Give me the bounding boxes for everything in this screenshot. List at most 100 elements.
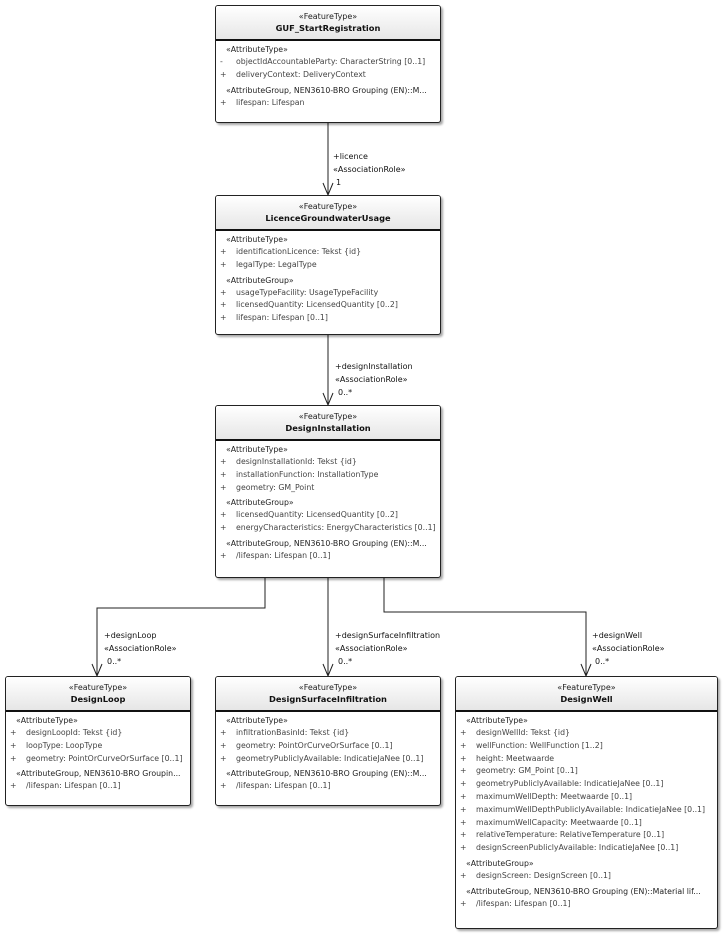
attribute-row: + licensedQuantity: LicensedQuantity [0..… bbox=[216, 299, 440, 312]
association-role: +designSurfaceInfiltration bbox=[335, 631, 441, 640]
attribute-visibility: + bbox=[220, 740, 227, 750]
attribute-visibility: + bbox=[220, 482, 227, 492]
association-stereotype: «AssociationRole» bbox=[104, 643, 177, 653]
attribute-text: designScreenPubliclyAvailable: Indicatie… bbox=[476, 843, 679, 853]
class-box-designsurfaceinfiltration[interactable]: «FeatureType»DesignSurfaceInfiltration «A… bbox=[215, 676, 441, 806]
attribute-visibility: + bbox=[220, 753, 227, 763]
attribute-row: +geometry: PointOrCurveOrSurface [0..1] bbox=[6, 753, 190, 766]
attribute-row: +height: Meetwaarde bbox=[456, 753, 717, 766]
class-header: «FeatureType»GUF_StartRegistration bbox=[216, 6, 440, 41]
class-box-licencegroundwaterusage[interactable]: «FeatureType»LicenceGroundwaterUsage«Att… bbox=[215, 195, 441, 335]
association-multiplicity: 1 bbox=[336, 177, 342, 187]
attribute-text: geometry: GM_Point [0..1] bbox=[476, 766, 578, 776]
association-stereotype: «AssociationRole» bbox=[592, 643, 665, 653]
attribute-section: «AttributeGroup» + licensedQuantity: Licen… bbox=[216, 495, 440, 536]
class-name: GUF_StartRegistration bbox=[275, 23, 381, 33]
class-header: «FeatureType»DesignSurfaceInfiltration bbox=[216, 677, 440, 712]
attribute-visibility: + bbox=[220, 510, 227, 520]
association-role: +designInstallation bbox=[335, 362, 413, 371]
association-multiplicity: 0..* bbox=[338, 656, 353, 666]
attribute-text: maximumWellDepthPubliclyAvailable: Indic… bbox=[476, 804, 706, 814]
section-stereotype: «AttributeGroup, NEN3610-BRO Groupin... bbox=[16, 769, 181, 779]
association-multiplicity: 0..* bbox=[595, 656, 610, 666]
attribute-row: - objectIdAccountableParty: CharacterStri… bbox=[216, 56, 440, 69]
class-box-designwell[interactable]: «FeatureType»DesignWell«AttributeType»+d… bbox=[455, 676, 718, 929]
section-stereotype: «AttributeGroup» bbox=[226, 275, 294, 285]
attribute-text: geometry: GM_Point bbox=[236, 482, 315, 492]
attribute-text: usageTypeFacility: UsageTypeFacility bbox=[236, 287, 379, 297]
attribute-text: infiltrationBasinId: Tekst {id} bbox=[236, 728, 350, 737]
attribute-section: «AttributeGroup»+usageTypeFacility: Usag… bbox=[216, 273, 440, 326]
attribute-text: relativeTemperature: RelativeTemperature… bbox=[476, 830, 665, 840]
attribute-visibility: + bbox=[460, 830, 467, 840]
class-stereotype: «FeatureType» bbox=[68, 683, 128, 692]
association-label: +designSurfaceInfiltration«AssociationRo… bbox=[335, 630, 440, 668]
attribute-text: designInstallationId: Tekst {id} bbox=[236, 457, 357, 466]
attribute-text: maximumWellDepth: Meetwaarde [0..1] bbox=[476, 791, 633, 801]
attribute-row: +designScreenPubliclyAvailable: Indicati… bbox=[456, 842, 717, 855]
association-label: +designWell«AssociationRole»0..* bbox=[592, 630, 665, 668]
attribute-section: «AttributeType»- objectIdAccountableParty… bbox=[216, 41, 440, 83]
attribute-row: + loopType: LoopType bbox=[6, 740, 190, 753]
section-stereotype: «AttributeType» bbox=[226, 45, 288, 54]
attribute-text: identificationLicence: Tekst {id} bbox=[236, 247, 362, 256]
attribute-text: licensedQuantity: LicensedQuantity [0..2… bbox=[236, 510, 398, 520]
section-stereotype: «AttributeType» bbox=[466, 716, 528, 725]
attribute-text: /lifespan: Lifespan [0..1] bbox=[26, 781, 121, 791]
attribute-visibility: + bbox=[10, 781, 17, 791]
attribute-visibility: + bbox=[220, 300, 227, 310]
attribute-row: +usageTypeFacility: UsageTypeFacility bbox=[216, 287, 440, 300]
attribute-row: +designScreen: DesignScreen [0..1] bbox=[456, 870, 717, 883]
class-header: «FeatureType» DesignLoop bbox=[6, 677, 190, 712]
attribute-text: deliveryContext: DeliveryContext bbox=[236, 69, 366, 79]
attribute-row: +designWellId: Tekst {id} bbox=[456, 727, 717, 740]
attribute-section: «AttributeType»+designLoopId: Tekst {id}… bbox=[6, 712, 190, 766]
section-stereotype: «AttributeGroup, NEN3610-BRO Grouping (E… bbox=[466, 886, 701, 896]
class-box-designloop[interactable]: «FeatureType»DesignLoop«AttributeType»+d… bbox=[5, 676, 191, 806]
class-name: DesignSurfaceInfiltration bbox=[269, 694, 387, 704]
attribute-visibility: + bbox=[460, 740, 467, 750]
attribute-row: +/lifespan: Lifespan [0..1] bbox=[216, 780, 440, 793]
class-box-designinstallation[interactable]: «FeatureType»DesignInstallation«Attribut… bbox=[215, 405, 441, 578]
class-box-guf_startregistration[interactable]: «FeatureType»GUF_StartRegistration«Attri… bbox=[215, 5, 441, 123]
attribute-visibility: + bbox=[460, 817, 467, 827]
attribute-row: +geometryPubliclyAvailable: IndicatieJaN… bbox=[216, 753, 440, 766]
attribute-row: +/lifespan: Lifespan [0..1] bbox=[216, 550, 440, 563]
attribute-text: licensedQuantity: LicensedQuantity [0..2… bbox=[236, 300, 398, 310]
attribute-visibility: - bbox=[220, 57, 223, 66]
attribute-row: + geometry: GM_Point bbox=[216, 482, 440, 495]
section-stereotype: «AttributeGroup» bbox=[466, 858, 534, 868]
attribute-row: +maximumWellDepthPubliclyAvailable: Indi… bbox=[456, 804, 717, 817]
attribute-visibility: + bbox=[460, 898, 467, 908]
attribute-text: maximumWellCapacity: Meetwaarde [0..1] bbox=[476, 817, 642, 827]
attribute-visibility: + bbox=[10, 740, 17, 750]
section-stereotype: «AttributeType» bbox=[226, 235, 288, 244]
section-stereotype: «AttributeGroup, NEN3610-BRO Grouping (E… bbox=[226, 769, 427, 779]
attribute-row: +energyCharacteristics: EnergyCharacteri… bbox=[216, 522, 440, 535]
attribute-section: «AttributeGroup, NEN3610-BRO Grouping (E… bbox=[456, 884, 717, 912]
attribute-visibility: + bbox=[220, 313, 227, 323]
attribute-row: +geometry: GM_Point [0..1] bbox=[456, 765, 717, 778]
attribute-section: «AttributeGroup, NEN3610-BRO Grouping (E… bbox=[216, 766, 440, 794]
attribute-section: «AttributeType»+designInstallationId: Te… bbox=[216, 441, 440, 495]
attribute-text: installationFunction: InstallationType bbox=[236, 469, 379, 479]
attribute-visibility: + bbox=[220, 247, 227, 256]
attribute-text: height: Meetwaarde bbox=[476, 753, 555, 763]
association-stereotype: «AssociationRole» bbox=[333, 164, 406, 174]
class-name: DesignLoop bbox=[70, 694, 126, 704]
class-stereotype: «FeatureType» bbox=[557, 683, 616, 692]
attribute-visibility: + bbox=[460, 870, 467, 880]
attribute-text: wellFunction: WellFunction [1..2] bbox=[476, 740, 603, 750]
attribute-text: energyCharacteristics: EnergyCharacteris… bbox=[236, 523, 436, 533]
attribute-text: legalType: LegalType bbox=[236, 259, 317, 269]
attribute-text: loopType: LoopType bbox=[26, 740, 103, 750]
attribute-text: objectIdAccountableParty: CharacterStrin… bbox=[236, 57, 426, 66]
association-label: +licence«AssociationRole»1 bbox=[333, 151, 406, 189]
section-stereotype: «AttributeGroup» bbox=[226, 498, 294, 508]
attribute-text: lifespan: Lifespan [0..1] bbox=[236, 313, 328, 323]
attribute-row: +installationFunction: InstallationType bbox=[216, 469, 440, 482]
attribute-text: designLoopId: Tekst {id} bbox=[26, 728, 123, 737]
attribute-visibility: + bbox=[460, 791, 467, 801]
attribute-section: «AttributeGroup, NEN3610-BRO Grouping (E… bbox=[216, 536, 440, 564]
attribute-row: +designLoopId: Tekst {id} bbox=[6, 727, 190, 740]
